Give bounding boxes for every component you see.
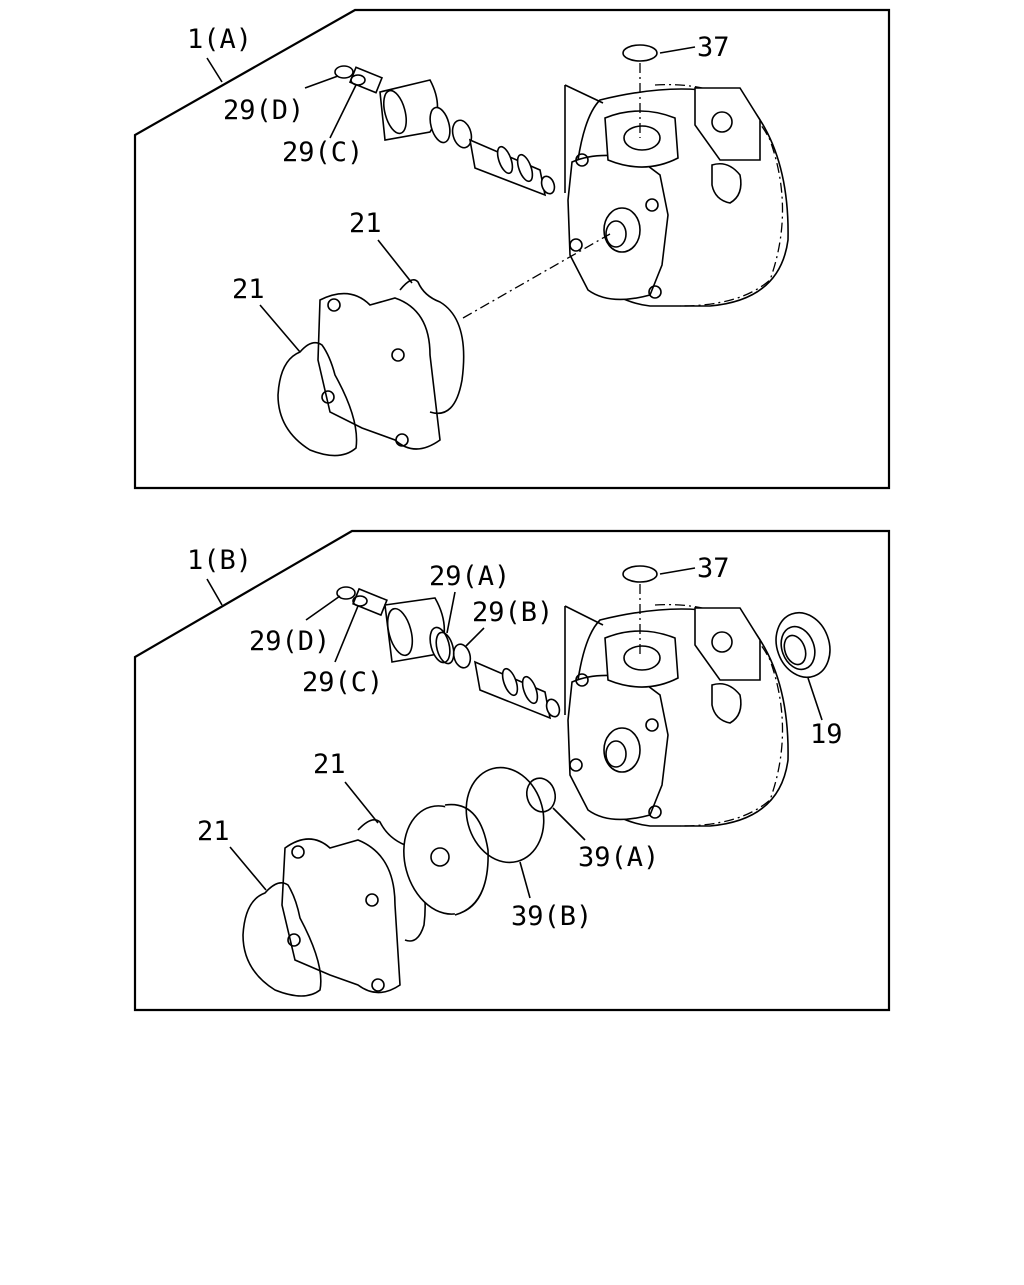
panel-b-label-39b: 39(B)	[511, 901, 592, 932]
panel-b-oil-seal	[775, 611, 831, 679]
panel-b-plate	[403, 803, 489, 916]
panel-a: 1(A)	[133, 8, 891, 490]
panel-a-valve-spool	[348, 66, 556, 197]
panel-b-oring-39a	[525, 777, 557, 813]
panel-a-cover	[317, 292, 441, 450]
panel-b-leader-29b	[465, 627, 485, 647]
panel-b-label-29a: 29(A)	[429, 561, 510, 592]
panel-b-ring-d	[336, 586, 356, 600]
panel-b-frame	[133, 529, 891, 1012]
panel-a-gasket-lower	[277, 341, 358, 457]
panel-b-pump-housing	[567, 603, 789, 827]
panel-a-ring-c	[350, 74, 366, 86]
panel-b-ring-c	[352, 595, 368, 607]
panel-a-ring-d	[334, 65, 354, 79]
panel-b-cover	[281, 838, 401, 994]
panel-a-leader-37	[659, 46, 696, 54]
panel-b-label-29b: 29(B)	[472, 597, 553, 628]
panel-b-ring-a	[435, 631, 455, 665]
panel-a-label-37: 37	[697, 32, 730, 63]
panel-a-gasket-upper	[399, 279, 465, 415]
panel-a-connector-1	[564, 84, 604, 104]
panel-a-ring-37	[622, 44, 658, 62]
panel-b-leader-39a	[552, 807, 586, 841]
panel-b-leader-29a	[446, 591, 456, 634]
panel-b-leader-39b	[519, 861, 531, 899]
panel-b: 1(B)	[133, 529, 891, 1012]
panel-b-gasket-lower	[242, 882, 322, 997]
panel-b-connector-1	[564, 605, 604, 626]
panel-a-label-29c: 29(C)	[282, 137, 363, 168]
panel-a-label-21-lower: 21	[232, 274, 265, 305]
panel-a-leader-29c	[329, 84, 357, 139]
panel-b-label-39a: 39(A)	[578, 842, 659, 873]
panel-a-frame	[133, 8, 891, 490]
panel-a-leader-21-upper	[377, 239, 413, 284]
panel-a-leader-21-lower	[259, 304, 301, 353]
panel-b-label-21-lower: 21	[197, 816, 230, 847]
panel-b-leader-37	[659, 567, 696, 575]
panel-a-label-21-upper: 21	[349, 208, 382, 239]
panel-b-label-29d: 29(D)	[249, 626, 330, 657]
panel-a-pump-housing	[567, 83, 789, 307]
panel-b-label-29c: 29(C)	[302, 667, 383, 698]
panel-b-assembly-leader	[206, 578, 223, 606]
panel-b-valve-spool	[352, 587, 561, 720]
panel-b-leader-29c	[334, 605, 359, 663]
panel-b-label-19: 19	[810, 719, 843, 750]
panel-a-label-29d: 29(D)	[223, 95, 304, 126]
panel-b-leader-21-lower	[229, 846, 267, 891]
panel-a-leader-29d	[304, 75, 339, 89]
panel-b-leader-19	[807, 677, 823, 721]
panel-b-oring-39b	[465, 766, 545, 864]
panel-b-leader-29d	[305, 595, 341, 621]
panel-a-assembly-label: 1(A)	[187, 24, 252, 55]
panel-b-ring-37	[622, 565, 658, 583]
panel-b-assembly-label: 1(B)	[187, 545, 252, 576]
panel-b-ring-b	[452, 643, 472, 669]
panel-b-label-21-upper: 21	[313, 749, 346, 780]
panel-b-label-37: 37	[697, 553, 730, 584]
panel-a-axis-cover	[462, 233, 611, 319]
panel-a-assembly-leader	[206, 57, 223, 83]
panel-b-leader-21-upper	[344, 781, 379, 824]
